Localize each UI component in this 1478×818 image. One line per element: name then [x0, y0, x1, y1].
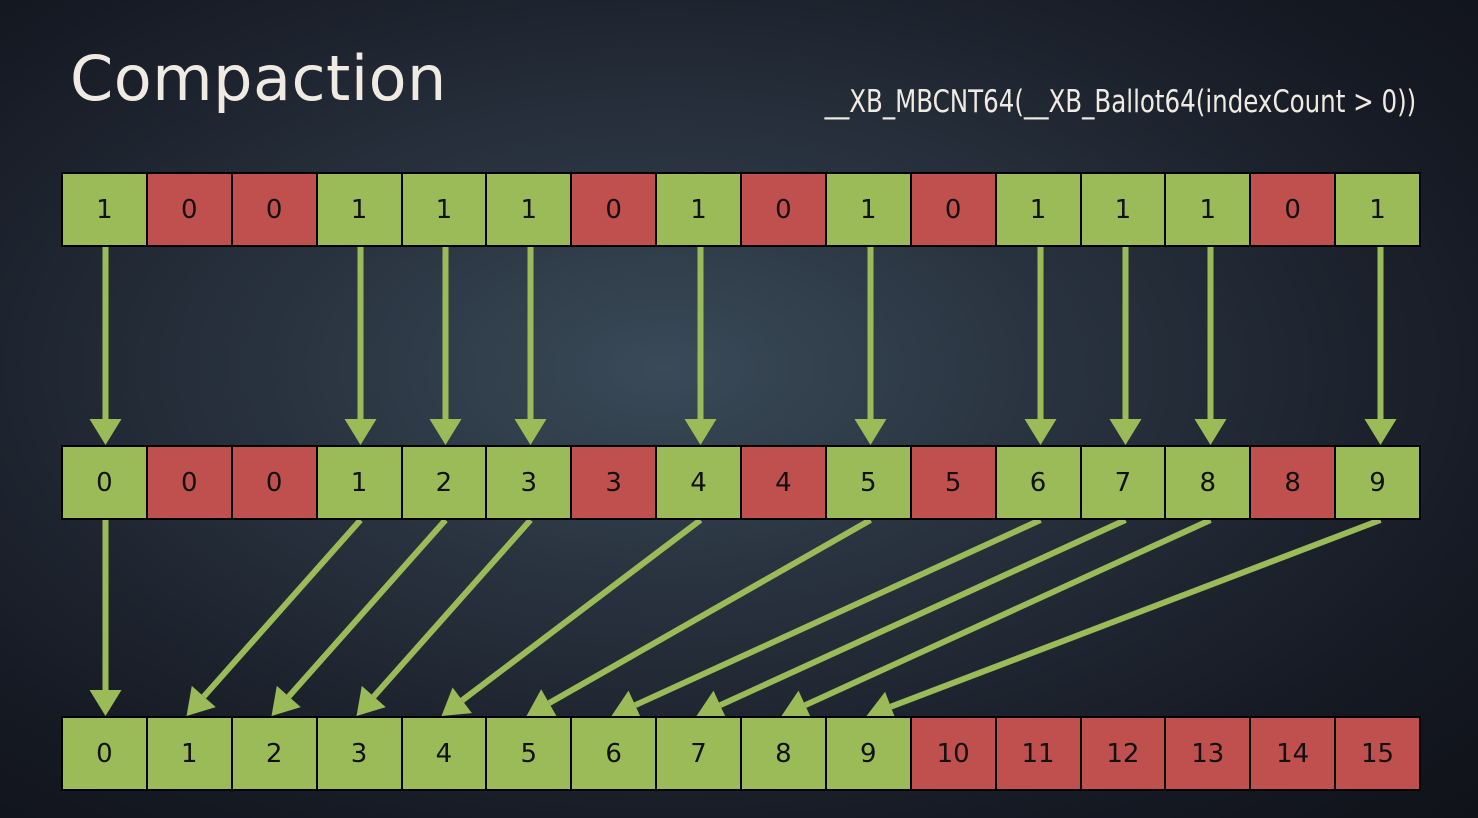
cell: 1 [1336, 174, 1419, 245]
cell: 6 [996, 447, 1080, 518]
cell: 5 [911, 447, 995, 518]
cell: 2 [402, 447, 486, 518]
formula-text: __XB_MBCNT64(__XB_Ballot64(indexCount > … [824, 84, 1416, 120]
compaction-arrow [526, 517, 872, 718]
cell: 1 [826, 174, 910, 245]
cell: 1 [147, 718, 231, 789]
cell: 10 [911, 718, 995, 789]
cell: 0 [1251, 174, 1335, 245]
compaction-arrow [611, 517, 1042, 720]
cell: 0 [911, 174, 995, 245]
ballot-to-count-arrow [344, 247, 377, 445]
cell: 6 [572, 718, 656, 789]
cell: 0 [742, 174, 825, 245]
cell: 0 [147, 174, 231, 245]
compaction-arrow [271, 518, 448, 716]
compaction-arrow [441, 517, 703, 716]
cell: 0 [63, 447, 146, 518]
cell: 3 [317, 718, 401, 789]
ballot-to-count-arrow [89, 247, 122, 445]
compaction-arrow [356, 518, 533, 716]
ballot-to-count-arrow [429, 247, 462, 445]
compaction-arrow [781, 517, 1212, 720]
cell: 14 [1251, 718, 1335, 789]
cell: 13 [1166, 718, 1250, 789]
cell: 1 [1166, 174, 1250, 245]
ballot-to-count-arrow [1194, 247, 1227, 445]
cell: 0 [572, 174, 656, 245]
cell: 1 [63, 174, 146, 245]
compaction-arrow [696, 517, 1127, 720]
cell: 9 [826, 718, 910, 789]
cell: 5 [487, 718, 571, 789]
cell: 8 [742, 718, 825, 789]
cell: 0 [147, 447, 231, 518]
ballot-to-count-arrow [1364, 247, 1397, 445]
compaction-arrow [866, 517, 1382, 722]
slide-title: Compaction [70, 42, 447, 115]
cell: 8 [1251, 447, 1335, 518]
cell: 4 [402, 718, 486, 789]
cell: 1 [487, 174, 571, 245]
cell: 1 [402, 174, 486, 245]
cell: 1 [1081, 174, 1165, 245]
cell: 1 [657, 174, 740, 245]
cell: 4 [742, 447, 825, 518]
cell: 7 [1081, 447, 1165, 518]
cell: 4 [657, 447, 740, 518]
compaction-arrow [186, 518, 363, 716]
compaction-arrow [89, 520, 122, 716]
ballot-to-count-arrow [1024, 247, 1057, 445]
cell: 5 [826, 447, 910, 518]
cell: 1 [996, 174, 1080, 245]
cell: 0 [232, 447, 316, 518]
cell: 7 [657, 718, 740, 789]
ballot-to-count-arrow [854, 247, 887, 445]
cell: 0 [232, 174, 316, 245]
cell: 9 [1336, 447, 1419, 518]
cell: 11 [996, 718, 1080, 789]
cell: 8 [1166, 447, 1250, 518]
cell: 15 [1336, 718, 1419, 789]
cell: 2 [232, 718, 316, 789]
cell: 12 [1081, 718, 1165, 789]
ballot-to-count-arrow [1109, 247, 1142, 445]
cell: 3 [572, 447, 656, 518]
cell: 1 [317, 174, 401, 245]
ballot-to-count-arrow [684, 247, 717, 445]
ballot-to-count-arrow [514, 247, 547, 445]
cell: 3 [487, 447, 571, 518]
cell: 1 [317, 447, 401, 518]
cell: 0 [63, 718, 146, 789]
